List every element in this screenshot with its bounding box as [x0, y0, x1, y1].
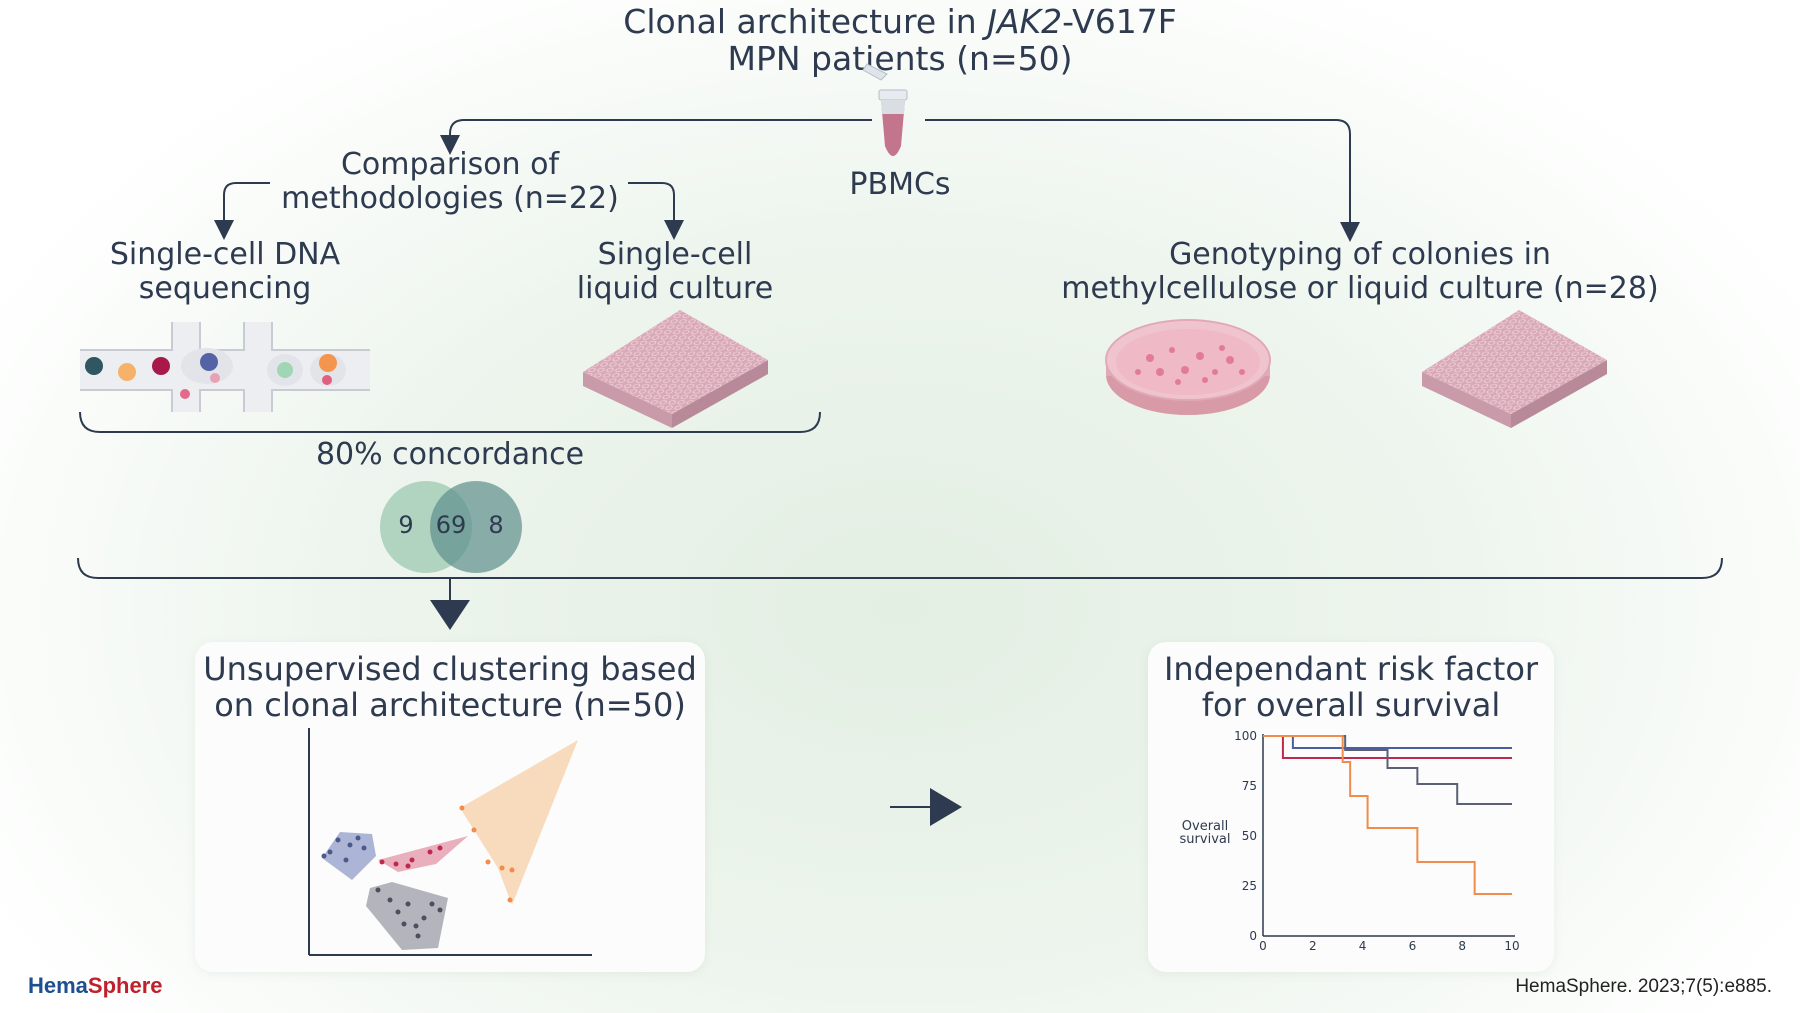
genotyping-label: Genotyping of colonies in methylcellulos… — [1061, 237, 1659, 306]
clustering-card — [195, 642, 705, 972]
arrow-to-scdna — [214, 182, 270, 240]
down-arrow-head — [430, 600, 470, 630]
citation: HemaSphere. 2023;7(5):e885. — [1515, 976, 1772, 997]
risk-title: Independant risk factor for overall surv… — [1163, 650, 1539, 724]
venn-right-count: 8 — [488, 511, 504, 539]
clustering-title: Unsupervised clustering based on clonal … — [203, 650, 697, 724]
right-arrow-head — [930, 788, 962, 826]
brace-all — [77, 557, 1723, 579]
arrow-to-liquid — [628, 182, 684, 240]
pbmc-label: PBMCs — [849, 167, 951, 202]
venn-left-count: 9 — [398, 511, 414, 539]
venn-overlap-count: 69 — [435, 511, 467, 539]
brace-methods — [79, 411, 821, 433]
comparison-label: Comparison of methodologies (n=22) — [281, 147, 619, 216]
chart-ylabel: Overall survival — [1179, 819, 1231, 847]
scdna-label: Single-cell DNA sequencing — [109, 237, 341, 306]
arrow-to-comparison — [440, 119, 872, 155]
main-title: Clonal architecture in JAK2-V617F MPN pa… — [623, 2, 1177, 78]
arrow-to-genotyping — [925, 119, 1360, 242]
liquid-culture-label: Single-cell liquid culture — [576, 237, 774, 306]
concordance-label: 80% concordance — [315, 437, 585, 472]
hemasphere-logo: HemaSphere — [28, 973, 163, 998]
